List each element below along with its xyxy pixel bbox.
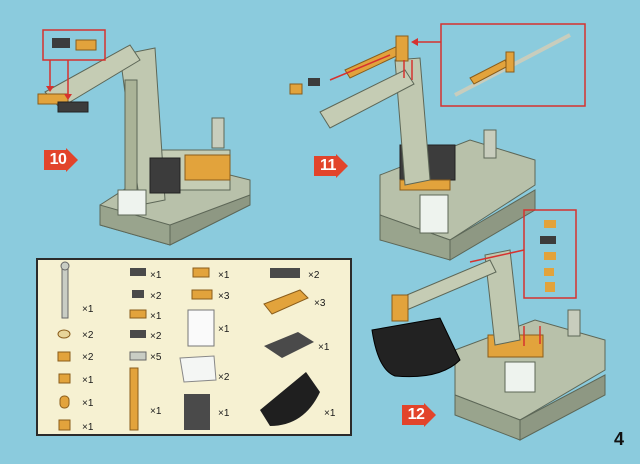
part-qty: ×1	[82, 422, 94, 433]
step-12-illustration	[371, 209, 606, 441]
step-arrow-icon	[314, 154, 348, 178]
part-qty: ×5	[150, 352, 162, 363]
part-qty: ×1	[218, 408, 230, 419]
part-qty: ×1	[82, 398, 94, 409]
part-qty: ×1	[218, 324, 230, 335]
step-12-number: 12	[407, 406, 425, 423]
part-qty: ×2	[82, 330, 94, 341]
tan-sloped-tile-icon	[263, 289, 309, 315]
tan-long-cylinder-icon	[129, 367, 139, 431]
part-qty: ×3	[218, 291, 230, 302]
tan-round-pin-icon	[59, 395, 70, 409]
step-12-badge: 12	[402, 403, 436, 427]
tan-small-bracket-icon	[57, 351, 71, 362]
part-qty: ×2	[150, 331, 162, 342]
tan-1x2-hinge-icon	[58, 373, 71, 384]
tan-cone-piece-icon	[58, 419, 71, 431]
tan-round-stud-icon	[57, 329, 71, 339]
white-door-frame-icon	[187, 309, 215, 347]
part-qty: ×2	[150, 291, 162, 302]
part-qty: ×1	[324, 408, 336, 419]
light-gray-antenna-bar-icon	[60, 261, 70, 319]
step-10-badge: 10	[44, 148, 78, 172]
step-11-number: 11	[320, 157, 336, 174]
dark-gray-hinge-plate-icon	[132, 290, 144, 298]
light-gray-1x2-tile-icon	[129, 351, 147, 361]
white-windscreen-icon	[179, 355, 217, 383]
part-qty: ×3	[314, 298, 326, 309]
part-qty: ×1	[82, 304, 94, 315]
parts-icons	[57, 261, 320, 431]
step-10-number: 10	[49, 151, 67, 168]
part-qty: ×2	[82, 352, 94, 363]
step-arrow-icon	[44, 148, 78, 172]
black-excavator-bucket-icon	[260, 372, 320, 426]
parts-list: ×1 ×2 ×2 ×1 ×1 ×1 ×1 ×2 ×1 ×2 ×5 ×1 ×1 ×…	[36, 258, 352, 436]
step-11-illustration	[289, 23, 586, 261]
part-qty: ×1	[82, 375, 94, 386]
step-arrow-icon	[402, 403, 436, 427]
part-qty: ×1	[318, 342, 330, 353]
part-qty: ×2	[308, 270, 320, 281]
part-qty: ×1	[218, 270, 230, 281]
part-qty: ×1	[150, 311, 162, 322]
dark-gray-clip-plate-icon	[129, 309, 147, 319]
dark-gray-4x6-plate-icon	[264, 332, 314, 358]
tan-1x3-plate-icon	[191, 289, 213, 300]
part-qty: ×2	[218, 372, 230, 383]
dark-gray-1x2-plate-icon	[130, 268, 146, 276]
page-number: 4	[613, 429, 624, 449]
tan-1x2-jumper-icon	[192, 267, 210, 278]
step-10-illustration	[37, 29, 251, 246]
dark-gray-2x4-plate-icon	[270, 268, 300, 278]
step-11-badge: 11	[314, 154, 348, 178]
dark-gray-panel-icon	[184, 394, 210, 430]
part-qty: ×1	[150, 270, 162, 281]
part-qty: ×1	[150, 406, 162, 417]
tan-2x2-plate-icon	[130, 330, 146, 338]
